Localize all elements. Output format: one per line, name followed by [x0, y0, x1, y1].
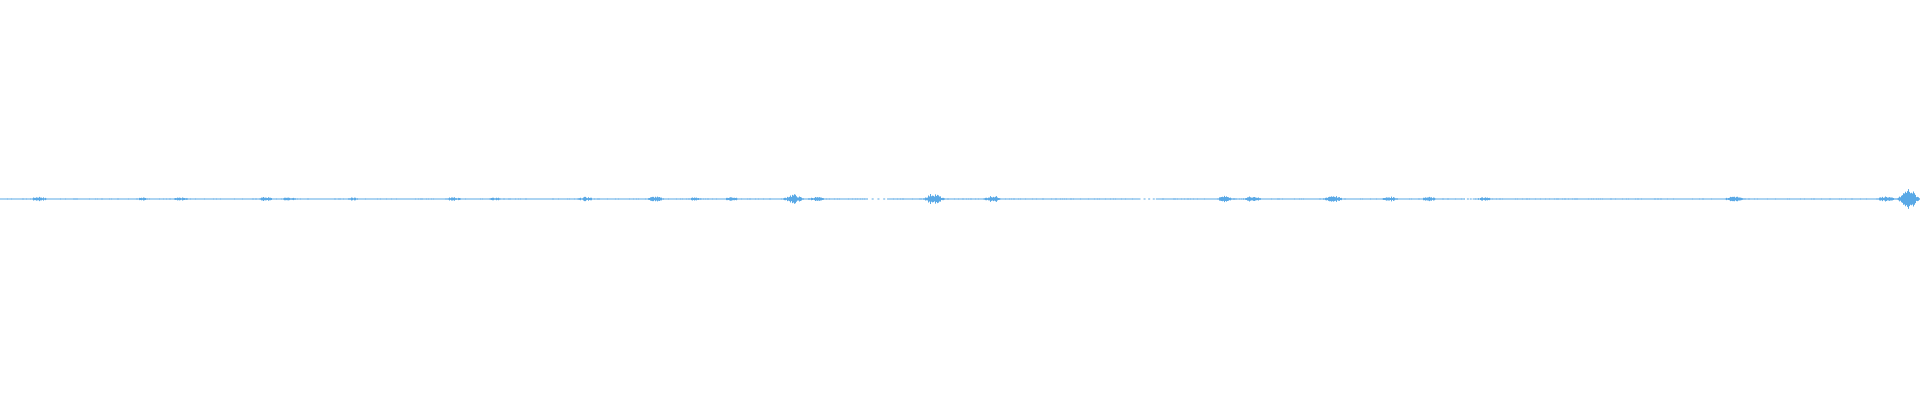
waveform-gap-sample — [1472, 198, 1475, 200]
waveform-gap-sample — [1466, 198, 1469, 200]
waveform-gap-sample — [877, 198, 880, 200]
waveform-trace — [0, 189, 1920, 209]
waveform-samples — [0, 189, 1920, 209]
waveform-gap-sample — [1469, 198, 1472, 200]
waveform-gap-sample — [1148, 198, 1151, 200]
waveform-gap-sample — [883, 198, 886, 200]
waveform-gap-sample — [1143, 198, 1146, 200]
waveform-gap-sample — [1152, 198, 1155, 200]
waveform-silent-gap — [1140, 197, 1156, 201]
waveform-gap-sample — [871, 198, 874, 200]
